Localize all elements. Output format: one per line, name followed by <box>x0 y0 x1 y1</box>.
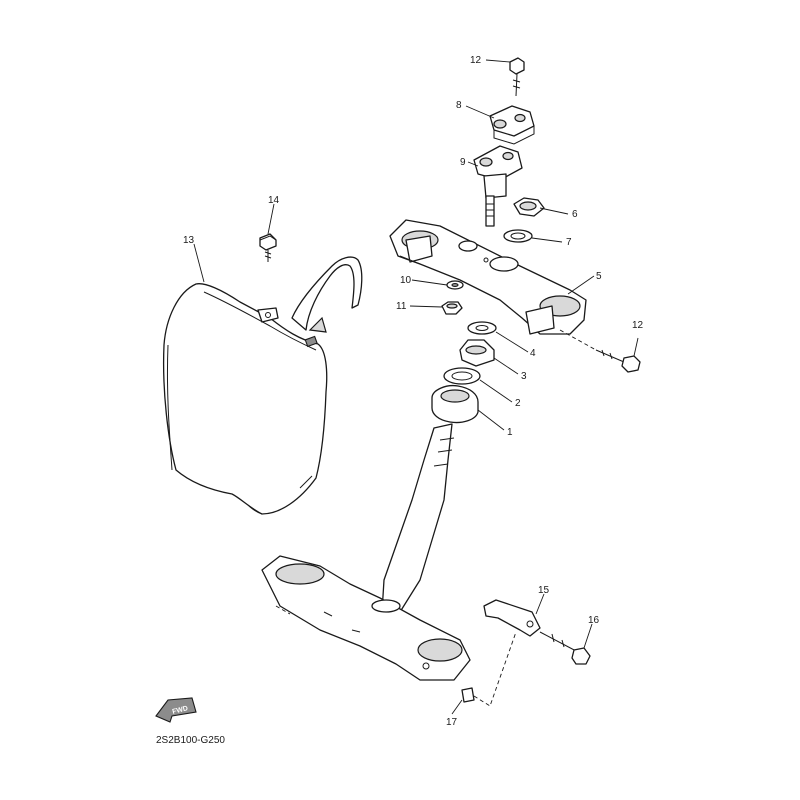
steering-stem-lower-bracket <box>261 423 471 681</box>
callout-16: 16 <box>588 615 600 626</box>
callout-leaders <box>193 59 639 715</box>
callout-14: 14 <box>268 195 280 206</box>
bolt-12-right <box>595 349 641 373</box>
callout-12-top: 12 <box>470 55 482 66</box>
callout-6: 6 <box>572 209 578 220</box>
bracket-15 <box>483 599 541 637</box>
bearing-1 <box>431 384 479 424</box>
collar-17 <box>461 631 517 707</box>
callout-8: 8 <box>456 100 462 111</box>
callout-12-right: 12 <box>632 320 644 331</box>
callout-11: 11 <box>396 301 407 312</box>
handlebar-holder-upper <box>489 105 535 145</box>
nut-6 <box>513 197 545 217</box>
nut-11 <box>441 301 463 315</box>
callout-10: 10 <box>400 275 412 286</box>
washer-10 <box>446 280 464 290</box>
bolt-16 <box>539 631 591 665</box>
fwd-arrow-icon: FWD <box>155 697 197 723</box>
fwd-label: FWD <box>172 705 189 716</box>
bolt-14 <box>259 233 277 262</box>
callout-17: 17 <box>446 717 458 728</box>
callout-13: 13 <box>183 235 195 246</box>
seal-2 <box>443 367 481 385</box>
washer-4 <box>467 321 497 335</box>
callout-1: 1 <box>507 427 513 438</box>
callout-7: 7 <box>566 237 572 248</box>
handlebar-holder-lower <box>473 145 523 227</box>
drawing-code: 2S2B100-G250 <box>156 735 225 746</box>
callout-2: 2 <box>515 398 521 409</box>
number-plate <box>162 256 363 515</box>
callout-15: 15 <box>538 585 550 596</box>
callout-labels: 12 8 9 6 7 5 10 11 12 4 3 2 1 14 13 15 1… <box>183 55 644 728</box>
callout-4: 4 <box>530 348 536 359</box>
washer-7 <box>503 229 533 243</box>
callout-9: 9 <box>460 157 466 168</box>
bolt-12-top <box>509 57 525 97</box>
upper-bracket <box>389 219 597 351</box>
ring-nut-3 <box>459 339 495 367</box>
callout-3: 3 <box>521 371 527 382</box>
callout-5: 5 <box>596 271 602 282</box>
